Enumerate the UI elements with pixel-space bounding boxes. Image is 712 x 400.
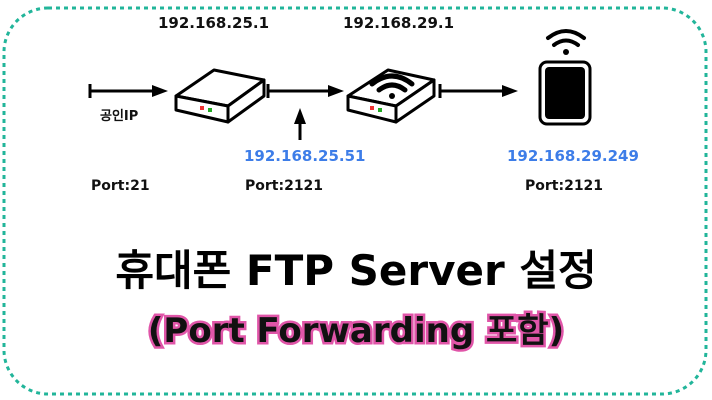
port-phone-label: Port:2121 [525, 178, 604, 194]
router-icon [174, 68, 266, 124]
public-ip-label: 공인IP [100, 109, 139, 124]
router-ip-label: 192.168.25.1 [158, 14, 270, 32]
arrow-internal-ip-up [294, 108, 306, 140]
diagram-title: 휴대폰 FTP Server 설정 [115, 246, 597, 295]
port-router-label: Port:2121 [245, 178, 324, 194]
diagram-subtitle: (Port Forwarding 포함) [145, 311, 566, 351]
arrow-router-to-wifi [266, 84, 344, 98]
wifi-router-icon [346, 68, 436, 124]
internal-ip-label: 192.168.25.51 [244, 147, 366, 165]
smartphone-icon [538, 60, 592, 126]
port-public-label: Port:21 [91, 178, 150, 194]
dashed-frame [2, 6, 708, 396]
arrow-wifi-to-phone [438, 84, 518, 98]
wifi-router-ip-label: 192.168.29.1 [343, 14, 455, 32]
arrow-internet-to-router [88, 84, 168, 98]
wifi-signal-icon [546, 29, 586, 55]
phone-ip-label: 192.168.29.249 [507, 147, 639, 165]
